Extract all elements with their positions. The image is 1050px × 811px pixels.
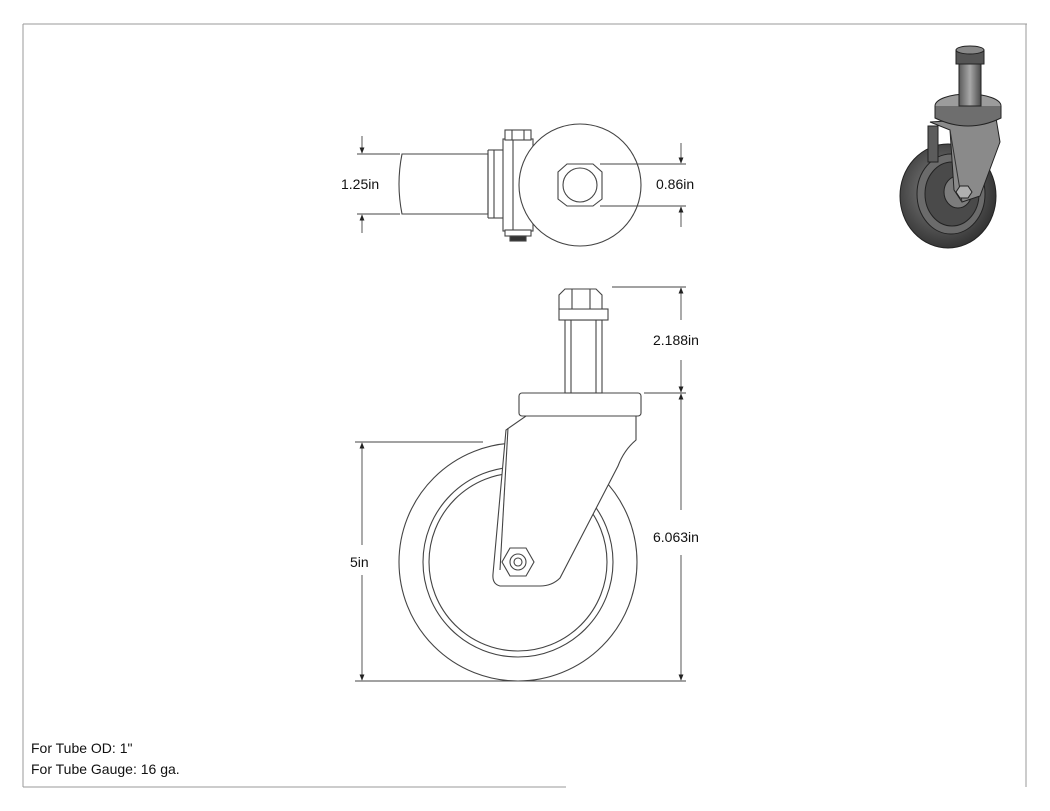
dim-wheel-diameter [355,441,518,682]
dim-label-5: 5in [350,554,369,570]
note-tube-gauge: For Tube Gauge: 16 ga. [31,761,180,777]
front-view [398,288,642,682]
dim-stem-diameter [600,143,686,227]
dim-stem-length [612,286,686,394]
dim-overall-height [518,393,686,682]
isometric-view [899,45,1002,249]
dim-label-2-188: 2.188in [653,332,699,348]
note-tube-od: For Tube OD: 1" [31,740,133,756]
dim-stem-height [357,136,400,233]
dim-label-6-063: 6.063in [653,529,699,545]
sheet-border [22,23,1027,788]
dim-label-1-25: 1.25in [341,176,379,192]
top-view [398,123,642,247]
dim-label-0-86: 0.86in [656,176,694,192]
